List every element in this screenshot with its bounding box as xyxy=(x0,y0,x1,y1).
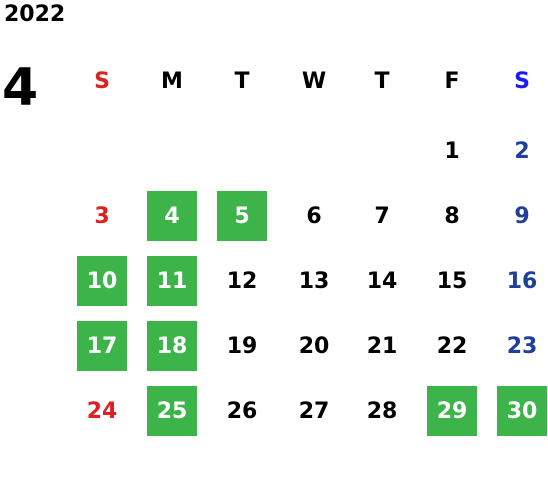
calendar-day[interactable]: 29 xyxy=(427,386,477,436)
weekday-header: T xyxy=(234,68,250,94)
calendar-day[interactable]: 20 xyxy=(298,333,330,359)
calendar-day[interactable]: 15 xyxy=(436,268,468,294)
calendar-day[interactable]: 16 xyxy=(506,268,538,294)
calendar-day[interactable]: 8 xyxy=(444,203,460,229)
calendar-day[interactable]: 14 xyxy=(366,268,398,294)
calendar-day[interactable]: 1 xyxy=(444,138,460,164)
weekday-header: S xyxy=(514,68,530,94)
calendar-day[interactable]: 28 xyxy=(366,398,398,424)
calendar-day[interactable]: 27 xyxy=(298,398,330,424)
calendar-day[interactable]: 21 xyxy=(366,333,398,359)
month-label: 4 xyxy=(2,58,39,118)
calendar-day[interactable]: 30 xyxy=(497,386,547,436)
calendar-day[interactable]: 17 xyxy=(77,321,127,371)
calendar-day[interactable]: 19 xyxy=(226,333,258,359)
calendar-day[interactable]: 2 xyxy=(514,138,530,164)
calendar-day[interactable]: 10 xyxy=(77,256,127,306)
calendar-day[interactable]: 22 xyxy=(436,333,468,359)
calendar-day[interactable]: 18 xyxy=(147,321,197,371)
year-label: 2022 xyxy=(4,2,66,27)
calendar-day[interactable]: 12 xyxy=(226,268,258,294)
calendar-day[interactable]: 6 xyxy=(306,203,322,229)
calendar-day[interactable]: 5 xyxy=(217,191,267,241)
weekday-header: W xyxy=(301,68,327,94)
calendar-day[interactable]: 26 xyxy=(226,398,258,424)
calendar-day[interactable]: 11 xyxy=(147,256,197,306)
calendar-day[interactable]: 4 xyxy=(147,191,197,241)
calendar-day[interactable]: 24 xyxy=(86,398,118,424)
weekday-header: S xyxy=(94,68,110,94)
weekday-header: T xyxy=(374,68,390,94)
calendar-day[interactable]: 13 xyxy=(298,268,330,294)
calendar-day[interactable]: 7 xyxy=(374,203,390,229)
weekday-header: F xyxy=(444,68,460,94)
calendar-day[interactable]: 9 xyxy=(514,203,530,229)
weekday-header: M xyxy=(161,68,183,94)
calendar-day[interactable]: 23 xyxy=(506,333,538,359)
calendar-day[interactable]: 3 xyxy=(94,203,110,229)
calendar-day[interactable]: 25 xyxy=(147,386,197,436)
